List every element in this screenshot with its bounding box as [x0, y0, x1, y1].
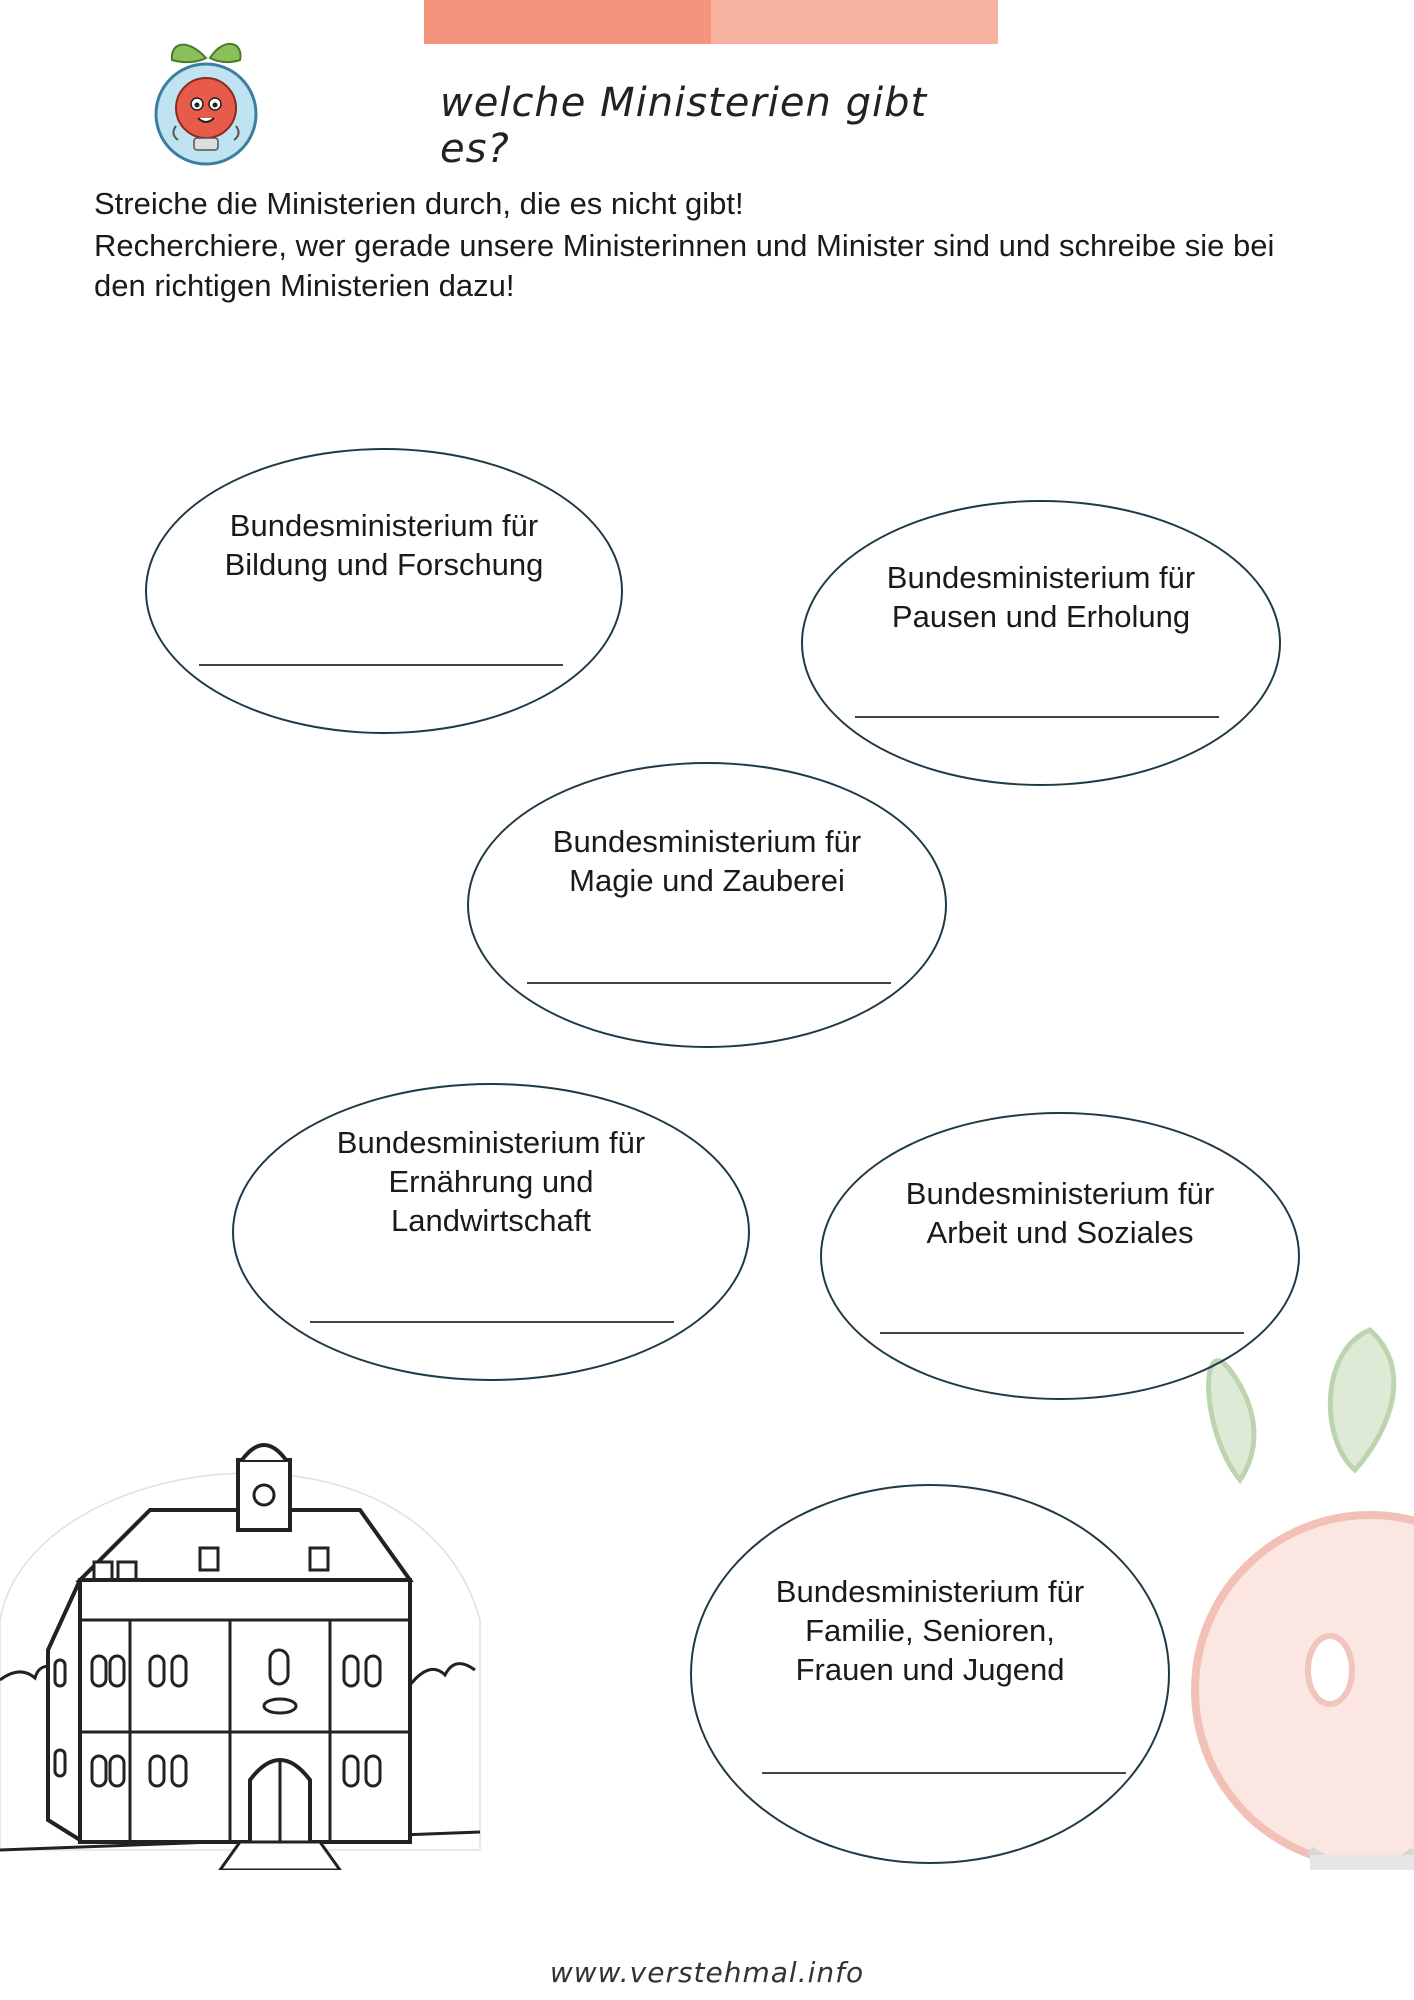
header-bar-left: [424, 0, 711, 44]
answer-line[interactable]: [855, 716, 1219, 718]
answer-line[interactable]: [880, 1332, 1244, 1334]
ministry-label: Bundesministerium für Familie, Senioren,…: [775, 1574, 1085, 1687]
ministry-label: Bundesministerium für Ernährung und Land…: [336, 1125, 646, 1238]
ministry-building-illustration: [0, 1443, 481, 1870]
faded-mascot-watermark: [1191, 1327, 1414, 1870]
ministry-card-magie[interactable]: Bundesministerium für Magie und Zauberei: [467, 762, 947, 1048]
answer-line[interactable]: [310, 1321, 674, 1323]
tomato-lightbulb-mascot-icon: [154, 42, 258, 166]
ministry-card-pausen[interactable]: Bundesministerium für Pausen und Erholun…: [801, 500, 1281, 786]
footer-url[interactable]: www.verstehmal.info: [549, 1956, 865, 1989]
answer-line[interactable]: [527, 982, 891, 984]
ministry-card-arbeit[interactable]: Bundesministerium für Arbeit und Soziale…: [820, 1112, 1300, 1400]
instruction-line-2: Recherchiere, wer gerade unsere Minister…: [94, 228, 1275, 303]
ministry-label: Bundesministerium für Pausen und Erholun…: [886, 560, 1196, 634]
ministry-label: Bundesministerium für Arbeit und Soziale…: [905, 1176, 1215, 1250]
ministry-label: Bundesministerium für Bildung und Forsch…: [224, 508, 544, 582]
ministry-card-bildung[interactable]: Bundesministerium für Bildung und Forsch…: [145, 448, 623, 734]
instruction-line-1: Streiche die Ministerien durch, die es n…: [94, 186, 744, 221]
answer-line[interactable]: [762, 1772, 1126, 1774]
ministry-card-familie[interactable]: Bundesministerium für Familie, Senioren,…: [690, 1484, 1170, 1864]
page-title: welche Ministerien gibt es?: [440, 80, 928, 172]
ministry-label: Bundesministerium für Magie und Zauberei: [552, 824, 862, 898]
instructions: Streiche die Ministerien durch, die es n…: [94, 184, 1334, 306]
answer-line[interactable]: [199, 664, 563, 666]
ministry-card-ernaehrung[interactable]: Bundesministerium für Ernährung und Land…: [232, 1083, 750, 1381]
header-bar-right: [711, 0, 998, 44]
